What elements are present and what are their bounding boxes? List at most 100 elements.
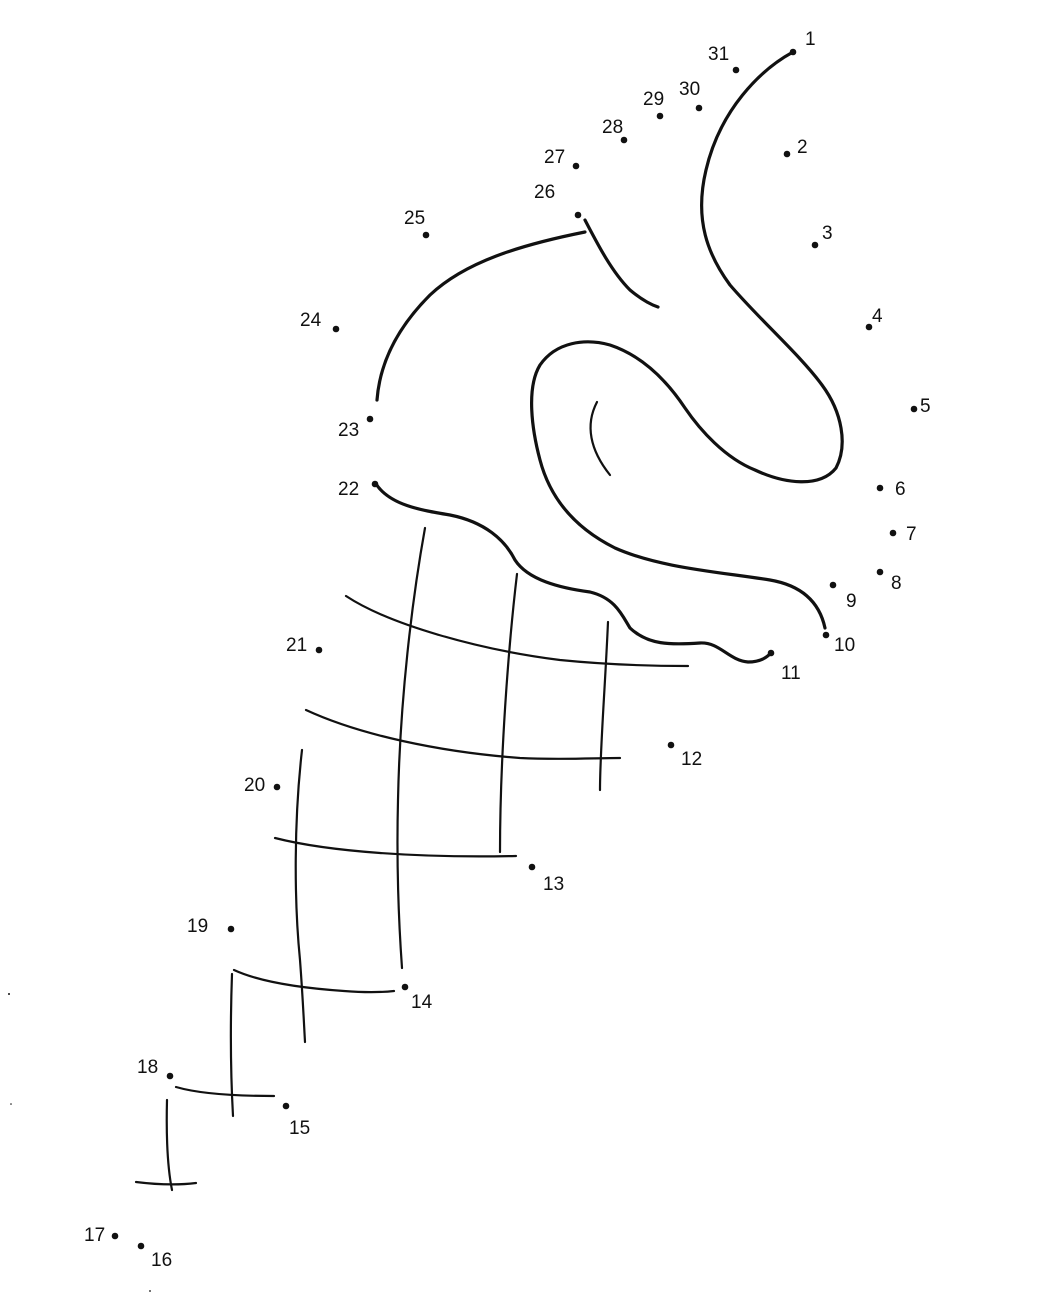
cone-line	[396, 526, 427, 970]
dot-marker	[783, 150, 791, 158]
numbered-dot: 30	[679, 79, 703, 112]
dot-number-label: 5	[920, 396, 931, 417]
numbered-dot: 22	[338, 479, 379, 500]
speck	[10, 1103, 12, 1105]
dot-number-label: 9	[846, 591, 857, 612]
dot-marker	[422, 231, 430, 239]
dot-number-label: 8	[891, 573, 902, 594]
dot-marker	[876, 484, 884, 492]
dot-marker	[620, 136, 628, 144]
numbered-dot: 21	[286, 635, 323, 656]
numbered-dot: 28	[602, 117, 628, 144]
dot-number-label: 24	[300, 310, 322, 331]
dot-marker	[111, 1232, 119, 1240]
dot-marker	[910, 405, 918, 413]
numbered-dot: 26	[534, 182, 582, 219]
numbered-dot: 6	[876, 479, 906, 500]
cone-line	[598, 620, 610, 792]
numbered-dot: 17	[84, 1225, 119, 1246]
dot-marker	[811, 241, 819, 249]
numbered-dot: 7	[889, 524, 917, 545]
cone-line	[344, 594, 690, 668]
dot-number-label: 20	[244, 775, 265, 796]
numbered-dot: 16	[137, 1242, 172, 1271]
dot-marker	[401, 983, 409, 991]
dot-number-label: 1	[805, 29, 816, 50]
cone-line	[294, 748, 307, 1044]
dot-marker	[315, 646, 323, 654]
dot-marker	[656, 112, 664, 120]
numbered-dot: 13	[528, 863, 564, 895]
dot-number-label: 23	[338, 420, 359, 441]
dot-number-label: 11	[781, 663, 801, 684]
dot-marker	[282, 1102, 290, 1110]
dot-marker	[767, 649, 775, 657]
dot-marker	[667, 741, 675, 749]
dot-marker	[227, 925, 235, 933]
ice-cream-outline	[134, 50, 844, 1192]
numbered-dot: 19	[187, 916, 235, 937]
dot-number-label: 22	[338, 479, 359, 500]
numbered-dot: 15	[282, 1102, 310, 1139]
numbered-dot: 29	[643, 89, 664, 120]
numbered-dot: 20	[244, 775, 281, 796]
dot-marker	[137, 1242, 145, 1250]
scoop-left-curve	[375, 230, 587, 402]
dot-number-label: 17	[84, 1225, 105, 1246]
dot-number-label: 4	[872, 306, 883, 327]
dot-number-label: 13	[543, 874, 564, 895]
dot-marker	[829, 581, 837, 589]
dot-number-label: 15	[289, 1118, 310, 1139]
stray-specks	[8, 993, 151, 1292]
dot-marker	[574, 211, 582, 219]
speck	[149, 1290, 151, 1292]
dot-number-label: 21	[286, 635, 307, 656]
dot-marker	[273, 783, 281, 791]
cone-line	[134, 1180, 198, 1186]
numbered-dot: 4	[865, 306, 883, 331]
dot-number-label: 6	[895, 479, 906, 500]
cone-line	[498, 572, 519, 854]
dot-marker	[822, 631, 830, 639]
dot-marker	[371, 480, 379, 488]
dot-number-label: 31	[708, 44, 729, 65]
numbered-dot: 1	[789, 29, 816, 56]
dot-marker	[695, 104, 703, 112]
speck	[8, 993, 10, 995]
scoop-drip-edge	[374, 482, 773, 664]
numbered-dot: 9	[829, 581, 857, 612]
numbered-dot: 18	[137, 1057, 174, 1080]
cone-line	[229, 972, 235, 1118]
dot-number-label: 19	[187, 916, 208, 937]
dot-marker	[572, 162, 580, 170]
numbered-dot: 5	[910, 396, 931, 417]
dot-number-label: 25	[404, 208, 425, 229]
numbered-dot: 31	[708, 44, 740, 74]
numbered-dot: 2	[783, 137, 808, 158]
dot-marker	[732, 66, 740, 74]
cone-line	[232, 968, 396, 994]
swirl-inner-curve	[589, 400, 612, 477]
cone-line	[273, 836, 518, 858]
dot-number-label: 2	[797, 137, 808, 158]
dot-marker	[876, 568, 884, 576]
dot-marker	[789, 48, 797, 56]
cone-line	[304, 708, 622, 760]
dot-marker	[366, 415, 374, 423]
dot-number-label: 27	[544, 147, 565, 168]
dot-marker	[332, 325, 340, 333]
dot-number-label: 12	[681, 749, 702, 770]
swirl-top-curve	[530, 50, 844, 630]
numbered-dot: 24	[300, 310, 340, 333]
scoop-inner-stroke	[583, 218, 660, 309]
dot-number-label: 16	[151, 1250, 172, 1271]
numbered-dot: 12	[667, 741, 702, 770]
numbered-dot: 8	[876, 568, 902, 594]
numbered-dot: 10	[822, 631, 855, 656]
dot-number-label: 28	[602, 117, 623, 138]
numbered-dot: 25	[404, 208, 430, 239]
dot-number-label: 7	[906, 524, 917, 545]
dot-marker	[528, 863, 536, 871]
dot-marker	[865, 323, 873, 331]
numbered-dot: 27	[544, 147, 580, 170]
